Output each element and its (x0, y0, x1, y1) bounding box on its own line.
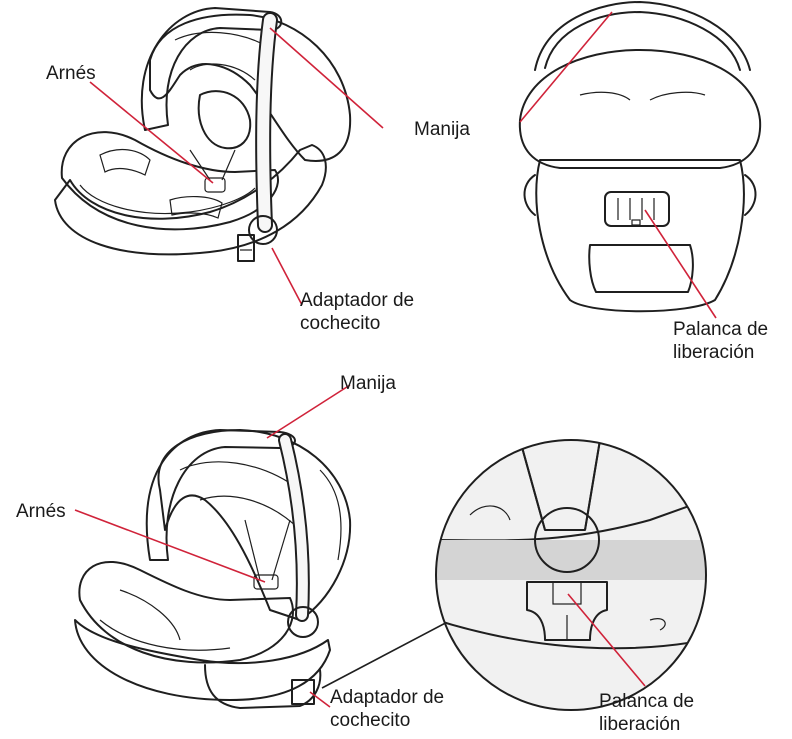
label-fig3-adapter: Adaptador de cochecito (330, 686, 444, 732)
leader-fig2-handle (520, 12, 612, 122)
leader-fig1-adapter (272, 248, 302, 305)
car-seat-rear-illustration (520, 2, 760, 311)
leader-fig2-release (645, 210, 716, 318)
release-lever-detail-illustration (436, 440, 706, 710)
label-fig2-release: Palanca de liberación (673, 318, 768, 364)
leader-fig3-harness (75, 510, 265, 582)
car-seat-handle-up-illustration (75, 430, 470, 710)
label-fig1-harness: Arnés (46, 62, 96, 85)
label-fig3-handle: Manija (340, 372, 396, 395)
label-fig4-release: Palanca de liberación (599, 690, 694, 736)
label-fig1-handle: Manija (414, 118, 470, 141)
leader-fig1-handle (270, 28, 383, 128)
leader-fig3-handle (267, 385, 350, 438)
label-fig1-adapter: Adaptador de cochecito (300, 289, 414, 335)
label-fig3-harness: Arnés (16, 500, 66, 523)
car-seat-side-illustration (55, 8, 350, 261)
